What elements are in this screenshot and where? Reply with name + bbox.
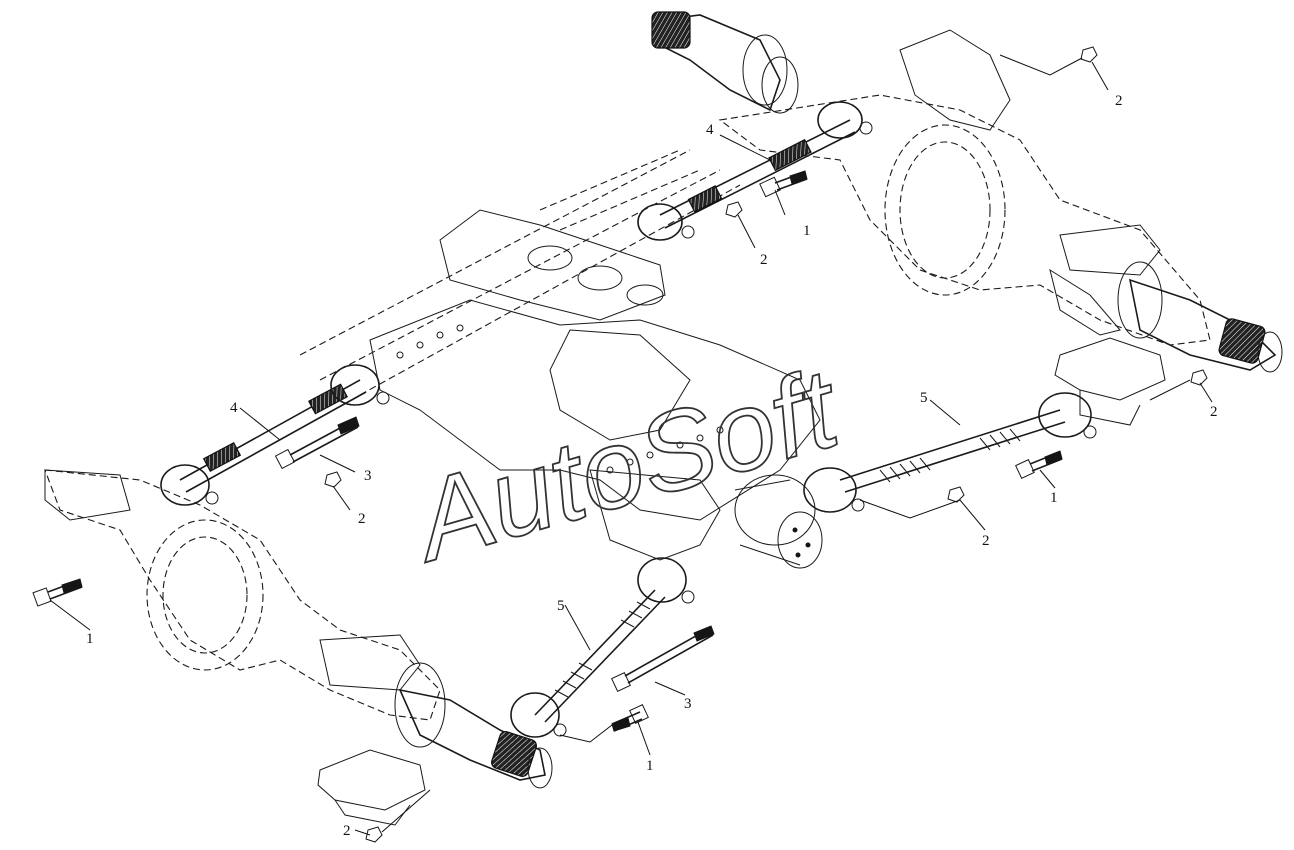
lower-reaction-rod-bottom	[510, 557, 695, 738]
callout-1-top: 1	[803, 223, 811, 239]
callout-1-bottom: 1	[646, 758, 654, 774]
callout-1-right: 1	[1050, 490, 1058, 506]
rod-bottom-thread	[554, 601, 651, 698]
rod-right-thread	[879, 428, 1021, 483]
callout-4-top: 4	[706, 122, 714, 138]
callout-2-bottom: 2	[343, 823, 351, 839]
callout-2-right: 2	[982, 533, 990, 549]
bolt-bottom-1	[611, 704, 649, 732]
lower-reaction-rod-right	[803, 392, 1097, 513]
nut-top-right	[1080, 46, 1098, 63]
right-spring-seat-bracket	[1054, 337, 1166, 426]
front-axle-housing	[44, 469, 441, 721]
upper-reaction-rod-top	[637, 101, 873, 241]
callout-1-left: 1	[86, 631, 94, 647]
rear-axle-hub-left	[651, 11, 799, 114]
watermark-text: AutoSoft	[397, 344, 854, 585]
center-trunnion-bracket	[369, 299, 823, 569]
callout-2-right-mid: 2	[1210, 404, 1218, 420]
callout-5-bottom: 5	[557, 598, 565, 614]
bracket-holes	[396, 324, 724, 474]
bolt-bottom-3	[611, 625, 715, 692]
upper-reaction-rod-left	[160, 364, 390, 506]
callout-5-right: 5	[920, 390, 928, 406]
rear-axle-hub-right	[1117, 261, 1283, 373]
bolt-left-3	[274, 416, 360, 470]
nut-right-mid	[947, 486, 965, 503]
bolt-left-1	[32, 578, 83, 607]
rear-axle-housing	[718, 29, 1211, 346]
bolt-right	[1015, 450, 1063, 479]
callout-4-left: 4	[230, 400, 238, 416]
leader-lines	[49, 54, 1213, 836]
nut-bottom	[365, 826, 383, 843]
nut-left	[324, 471, 342, 488]
callout-2-top-right: 2	[1115, 93, 1123, 109]
callout-3-left: 3	[364, 468, 372, 484]
nut-top-center	[725, 201, 743, 218]
callout-3-bottom: 3	[684, 696, 692, 712]
callout-labels: 4 1 2 2 4 3 2 1 5 2 1 2 5 3 1 2	[86, 93, 1218, 839]
callout-2-top-center: 2	[760, 252, 768, 268]
left-spring-seat-bracket	[317, 749, 426, 826]
bolt-top	[759, 170, 808, 198]
nut-right	[1190, 369, 1208, 386]
front-axle-hub	[394, 662, 553, 789]
callout-2-left: 2	[358, 511, 366, 527]
frame-rail-outline	[299, 149, 741, 396]
